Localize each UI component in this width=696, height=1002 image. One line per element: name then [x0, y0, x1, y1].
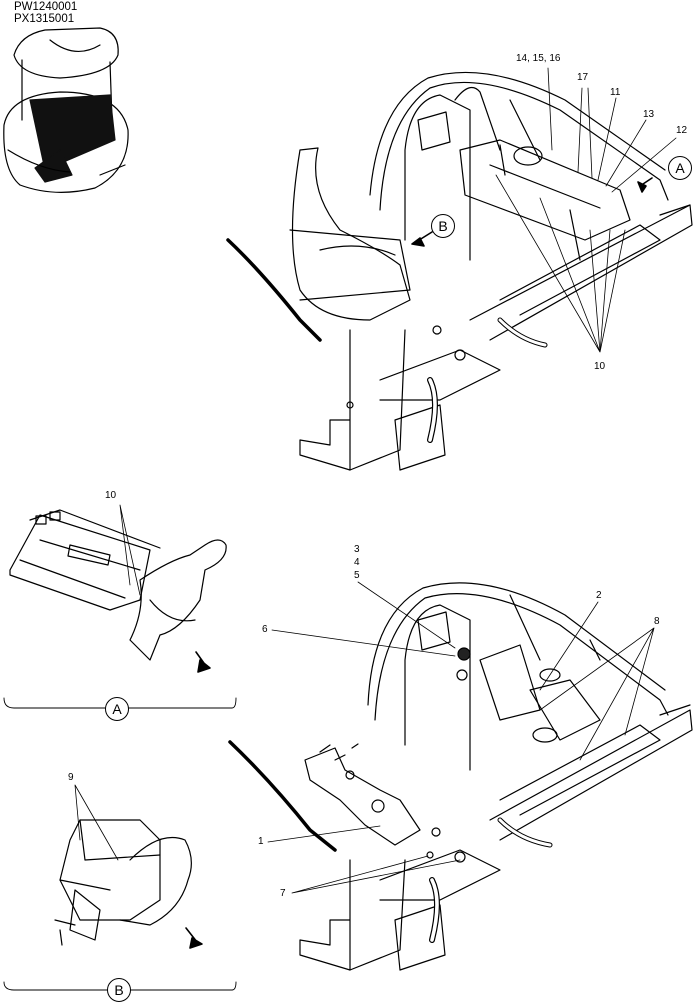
detail-a-label: A — [105, 697, 129, 721]
callout-17: 17 — [577, 72, 589, 83]
part-code-1: PW1240001 — [14, 1, 78, 13]
view-marker-b: B — [431, 214, 455, 238]
detail-b-label: B — [107, 978, 131, 1002]
callout-10-top: 10 — [594, 361, 606, 372]
callout-4: 4 — [354, 557, 360, 568]
callout-12: 12 — [676, 125, 688, 136]
callout-2: 2 — [596, 590, 602, 601]
callout-11: 11 — [610, 87, 621, 98]
callout-14-15-16: 14, 15, 16 — [516, 53, 561, 64]
callout-7: 7 — [280, 888, 286, 899]
view-marker-a: A — [668, 156, 692, 180]
locator-thumbnail — [3, 27, 129, 193]
part-code-2: PX1315001 — [14, 13, 75, 25]
callout-3: 3 — [354, 544, 360, 555]
detail-b-drawing — [3, 784, 237, 991]
callout-5: 5 — [354, 570, 360, 581]
detail-a-drawing — [3, 504, 237, 709]
callout-8: 8 — [654, 616, 660, 627]
top-assembly — [226, 67, 693, 471]
callout-6: 6 — [262, 624, 268, 635]
callout-1: 1 — [258, 836, 264, 847]
callout-10-detail: 10 — [105, 490, 117, 501]
bottom-assembly — [228, 581, 693, 971]
callout-13: 13 — [643, 109, 655, 120]
callout-9: 9 — [68, 772, 74, 783]
